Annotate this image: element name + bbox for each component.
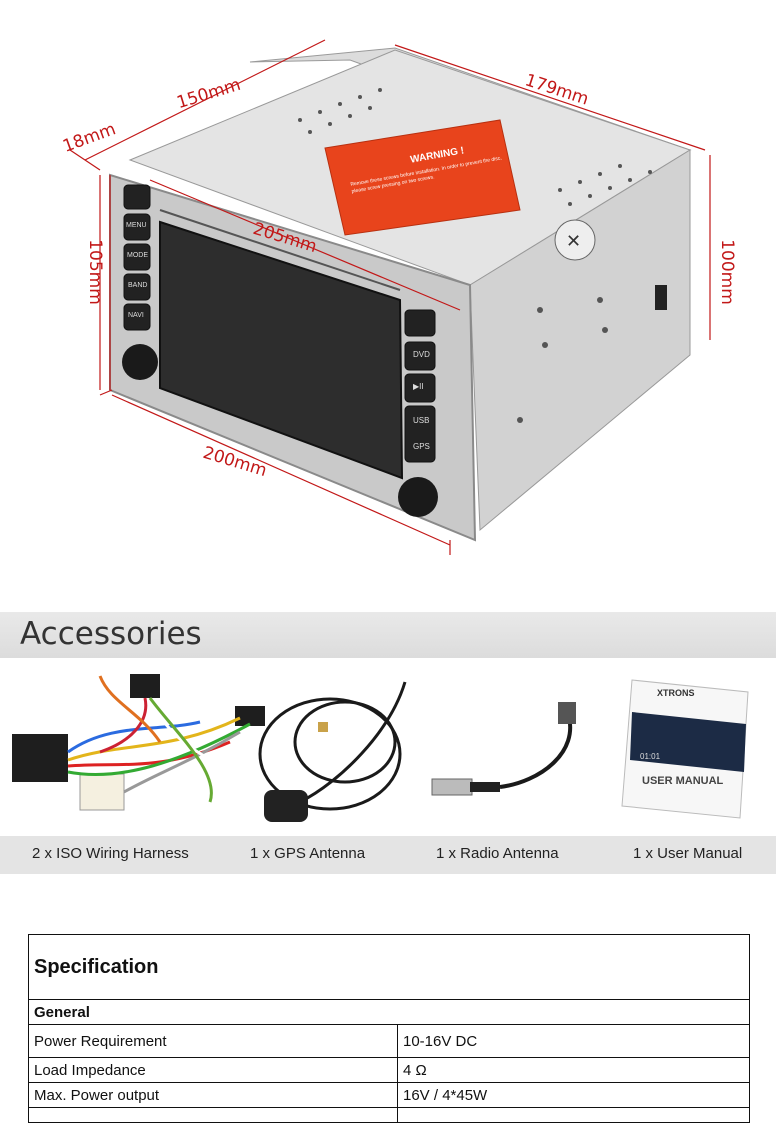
button-label-play: ▶II	[413, 382, 424, 391]
manual-title: USER MANUAL	[642, 775, 724, 787]
car-stereo-illustration: ✕	[69, 39, 711, 555]
manual-screen-time: 01:01	[640, 752, 661, 761]
button-label-menu: MENU	[126, 222, 147, 229]
accessories-title: Accessories	[20, 616, 202, 652]
button-label-band: BAND	[128, 282, 148, 289]
specification-table: Specification General Power Requirement …	[28, 934, 750, 1123]
dimension-front-height: 105mm	[84, 239, 105, 305]
accessories-captions-bar: 2 x ISO Wiring Harness 1 x GPS Antenna 1…	[0, 836, 776, 874]
caption-wiring-harness: 2 x ISO Wiring Harness	[32, 845, 189, 862]
caption-radio-antenna: 1 x Radio Antenna	[436, 845, 559, 862]
spec-row: Power Requirement 10-16V DC	[28, 1024, 750, 1058]
caption-gps-antenna: 1 x GPS Antenna	[250, 845, 366, 862]
spec-row: Max. Power output 16V / 4*45W	[28, 1082, 750, 1108]
spec-label: Power Requirement	[28, 1024, 398, 1058]
spec-row-partial	[28, 1107, 750, 1123]
accessories-illustration	[12, 674, 749, 822]
button-label-navi: NAVI	[128, 312, 144, 319]
spec-value: 16V / 4*45W	[397, 1082, 750, 1108]
manual-brand: XTRONS	[657, 688, 695, 698]
accessories-header: Accessories	[0, 612, 776, 658]
spec-row: Load Impedance 4 Ω	[28, 1057, 750, 1083]
specification-section-general: General	[28, 999, 750, 1025]
button-label-mode: MODE	[127, 252, 148, 259]
accessories-images: XTRONS 01:01 USER MANUAL	[0, 662, 776, 834]
spec-value: 10-16V DC	[397, 1024, 750, 1058]
specification-title: Specification	[28, 934, 750, 1000]
spec-value: 4 Ω	[397, 1057, 750, 1083]
button-label-usb: USB	[413, 416, 430, 425]
user-manual-image	[621, 679, 749, 819]
spec-label: Max. Power output	[28, 1082, 398, 1108]
gps-antenna-image	[258, 681, 407, 822]
button-label-gps: GPS	[413, 442, 430, 451]
wiring-harness-image	[12, 674, 265, 811]
button-label-dvd: DVD	[413, 350, 430, 359]
svg-text:✕: ✕	[566, 231, 581, 252]
product-dimension-diagram: ✕	[60, 39, 737, 555]
caption-user-manual: 1 x User Manual	[633, 845, 743, 862]
radio-antenna-image	[431, 702, 576, 796]
dimension-side-height: 100mm	[716, 239, 737, 305]
spec-label: Load Impedance	[28, 1057, 398, 1083]
